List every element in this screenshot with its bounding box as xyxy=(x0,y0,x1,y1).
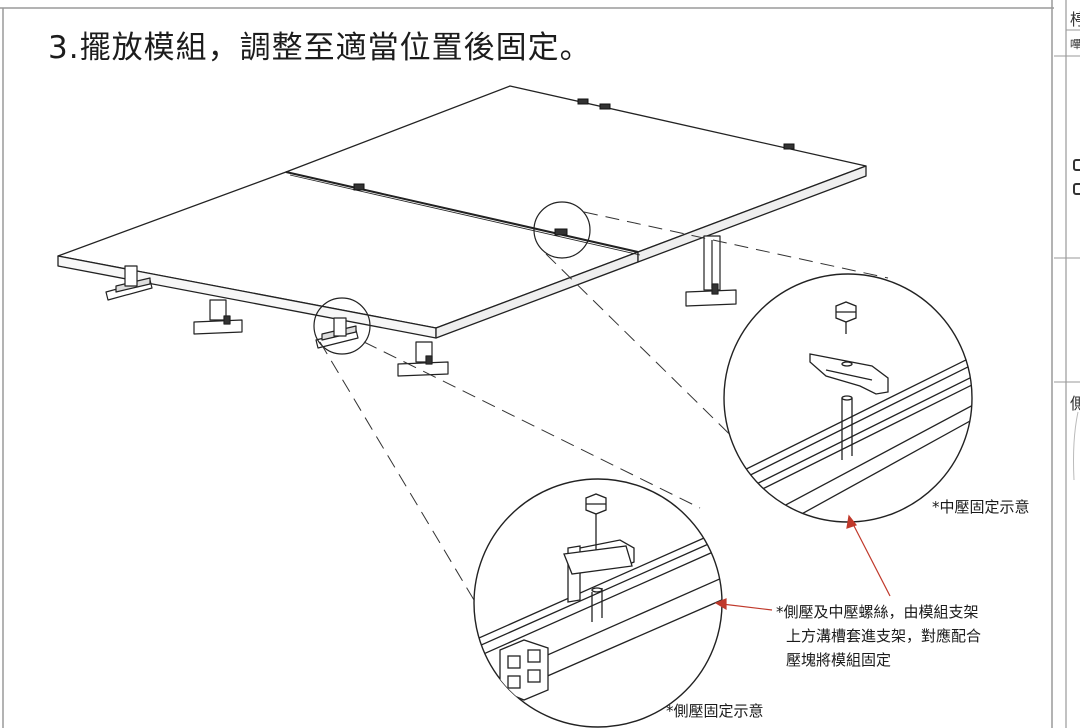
support-post-3 xyxy=(685,235,737,307)
support-post-1 xyxy=(193,299,243,335)
side-clamp-caption: *側壓固定示意 xyxy=(666,702,764,720)
middle-clamp-highlight xyxy=(533,201,591,259)
fragment-char-top: 楟 xyxy=(1070,10,1080,29)
support-post-2 xyxy=(397,341,449,377)
clamp-installation-note: *側壓及中壓螺絲，由模組支架 上方溝槽套進支架，對應配合 壓塊將模組固定 xyxy=(776,600,981,672)
fragment-char-small: 嗶 xyxy=(1070,38,1080,51)
note-line-2: 上方溝槽套進支架，對應配合 xyxy=(786,627,982,645)
fragment-char-mid: 側 xyxy=(1070,394,1080,413)
side-clamp-highlight xyxy=(313,297,371,355)
panel-seam xyxy=(285,171,639,253)
mounting-rails xyxy=(105,235,737,377)
middle-clamp-detail xyxy=(723,273,973,523)
module-panels xyxy=(57,85,867,339)
note-line-3: 壓塊將模組固定 xyxy=(786,651,892,669)
side-clamp-detail xyxy=(473,478,723,728)
note-line-1: *側壓及中壓螺絲，由模組支架 xyxy=(776,603,979,621)
adjacent-page-fragment: 楟 嗶 側 xyxy=(1054,0,1080,728)
middle-clamp-caption: *中壓固定示意 xyxy=(932,498,1030,516)
note-leaders xyxy=(714,514,891,611)
right-panel-side-edge xyxy=(637,165,867,263)
detail-connectors xyxy=(319,211,889,601)
step-title: 3.擺放模組，調整至適當位置後固定。 xyxy=(48,30,592,66)
top-clamps xyxy=(353,98,795,236)
